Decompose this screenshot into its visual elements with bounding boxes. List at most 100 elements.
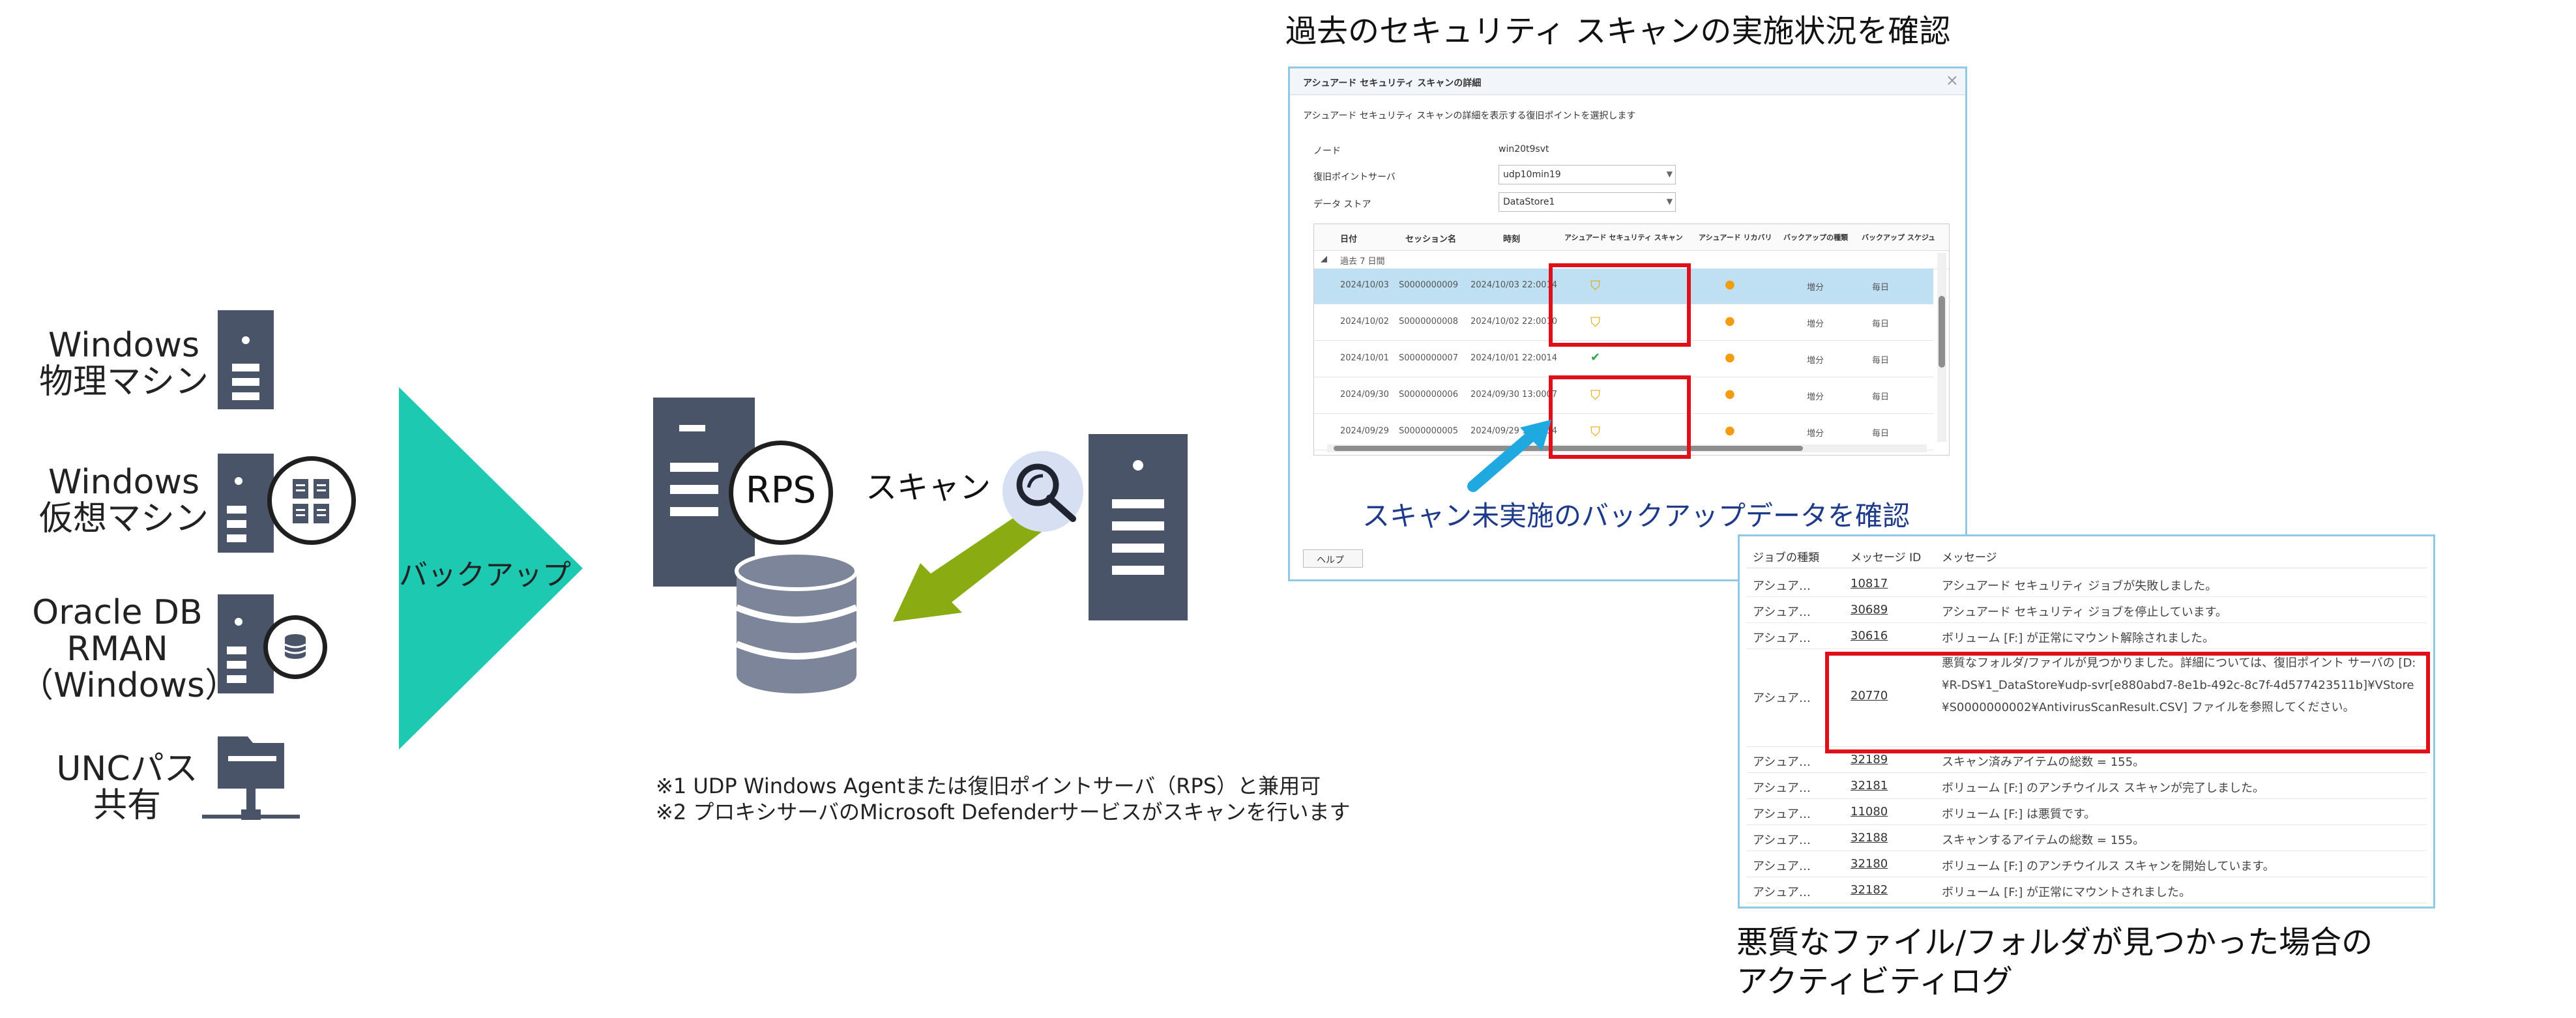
highlight-unscanned-2 (1549, 375, 1691, 459)
group-label: 過去 7 日間 (1340, 257, 1385, 267)
col-recovery[interactable]: アシュアード リカバリ (1699, 233, 1772, 242)
help-button[interactable]: ヘルプ (1303, 549, 1363, 568)
vertical-scrollbar[interactable] (1937, 253, 1946, 442)
log-row[interactable]: アシュア… 32180 ボリューム [F:] のアンチウイルス スキャンを開始し… (1746, 851, 2427, 877)
datastore-select[interactable]: DataStore1 ▼ (1499, 192, 1676, 212)
highlight-malicious-entry (1825, 652, 2430, 753)
row-type: 増分 (1807, 429, 1824, 439)
log-id-link[interactable]: 32181 (1851, 779, 1888, 793)
log-id-link[interactable]: 30616 (1851, 629, 1888, 643)
row-time: 2024/09/30 13:0007 (1471, 390, 1558, 400)
log-row[interactable]: アシュア… 20770 悪質なフォルダ/ファイルが見つかりました。詳細については… (1746, 648, 2427, 747)
shield-warning-icon: ⛉ (1590, 424, 1600, 439)
row-type: 増分 (1807, 392, 1824, 402)
rps-select[interactable]: udp10min19 ▼ (1499, 165, 1676, 184)
row-session: S0000000005 (1399, 426, 1458, 436)
source-windows-physical-label: Windows 物理マシン (38, 326, 209, 401)
table-row[interactable]: 2024/10/02 S0000000008 2024/10/02 22:001… (1314, 305, 1933, 341)
scroll-thumb[interactable] (1939, 296, 1945, 368)
folder-share-icon (202, 736, 300, 820)
row-time: 2024/10/02 22:0010 (1471, 317, 1558, 327)
activity-log-panel: ジョブの種類 メッセージ ID メッセージ アシュア… 10817 アシュアード… (1738, 534, 2435, 909)
window-titlebar: アシュアード セキュリティ スキャンの詳細 × (1290, 68, 1965, 95)
row-date: 2024/10/02 (1340, 317, 1389, 327)
window-title: アシュアード セキュリティ スキャンの詳細 (1303, 78, 1482, 89)
scan-arrow (893, 495, 1065, 622)
rps-badge (729, 441, 833, 545)
col-schedule[interactable]: バックアップ スケジュ (1862, 233, 1936, 242)
row-time: 2024/10/03 22:0014 (1471, 280, 1558, 290)
log-id-link[interactable]: 11080 (1851, 805, 1888, 819)
log-id-link[interactable]: 30689 (1851, 603, 1888, 617)
log-row[interactable]: アシュア… 32188 スキャンするアイテムの総数 = 155。 (1746, 824, 2427, 851)
col-scan[interactable]: アシュアード セキュリティ スキャン (1564, 233, 1683, 242)
callout-arrow (1467, 420, 1551, 492)
highlight-unscanned-1 (1549, 263, 1691, 347)
scan-label: スキャン (866, 469, 991, 506)
server-icon (218, 310, 274, 409)
row-session: S0000000008 (1399, 317, 1458, 327)
chevron-down-icon: ▼ (1666, 197, 1673, 206)
row-schedule: 毎日 (1872, 429, 1890, 439)
row-schedule: 毎日 (1872, 392, 1890, 402)
log-id-link[interactable]: 10817 (1851, 577, 1888, 590)
table-row[interactable]: 2024/09/30 S0000000006 2024/09/30 13:000… (1314, 378, 1933, 414)
log-row[interactable]: アシュア… 32189 スキャン済みアイテムの総数 = 155。 (1746, 746, 2427, 773)
chevron-down-icon: ▼ (1666, 169, 1673, 179)
col-date[interactable]: 日付 (1340, 235, 1358, 244)
log-id-link[interactable]: 32189 (1851, 753, 1888, 766)
log-message: 悪質なフォルダ/ファイルが見つかりました。詳細については、復旧ポイント サーバの… (1942, 656, 2416, 714)
log-row[interactable]: アシュア… 32181 ボリューム [F:] のアンチウイルス スキャンが完了し… (1746, 772, 2427, 799)
log-message: ボリューム [F:] が正常にマウントされました。 (1942, 886, 2191, 899)
activity-log-caption: 悪質なファイル/フォルダが見つかった場合の アクティビティログ (1736, 924, 2373, 1000)
col-session[interactable]: セッション名 (1405, 235, 1457, 244)
log-id-link[interactable]: 32182 (1851, 883, 1888, 897)
vm-icon (267, 456, 356, 545)
log-id-link[interactable]: 32180 (1851, 857, 1888, 871)
log-row[interactable]: アシュア… 30616 ボリューム [F:] が正常にマウント解除されました。 (1746, 622, 2427, 649)
col-type[interactable]: バックアップの種類 (1783, 233, 1848, 242)
note-1: ※1 UDP Windows Agentまたは復旧ポイントサーバ（RPS）と兼用… (656, 774, 1321, 798)
warning-icon: ● (1725, 278, 1735, 291)
window-instruction: アシュアード セキュリティ スキャンの詳細を表示する復旧ポイントを選択します (1303, 111, 1636, 121)
source-oracle-label: Oracle DB RMAN （Windows） (20, 593, 239, 705)
shield-warning-icon: ⛉ (1590, 278, 1600, 293)
note-2: ※2 プロキシサーバのMicrosoft Defenderサービスがスキャンを行… (656, 800, 1351, 824)
log-id-link[interactable]: 32188 (1851, 831, 1888, 845)
horizontal-scrollbar[interactable] (1327, 444, 1927, 452)
log-row[interactable]: アシュア… 10817 アシュアード セキュリティ ジョブが失敗しました。 (1746, 570, 2427, 597)
warning-icon: ● (1725, 314, 1735, 328)
shield-warning-icon: ⛉ (1590, 387, 1600, 403)
warning-icon: ● (1725, 424, 1735, 437)
warning-icon: ● (1725, 351, 1735, 364)
log-type: アシュア… (1753, 860, 1811, 873)
server-icon (218, 454, 274, 553)
table-row[interactable]: 2024/10/01 S0000000007 2024/10/01 22:001… (1314, 342, 1933, 377)
log-col-id[interactable]: メッセージ ID (1851, 551, 1922, 564)
row-session: S0000000009 (1399, 280, 1458, 290)
scroll-thumb[interactable] (1334, 446, 1803, 451)
row-schedule: 毎日 (1872, 356, 1890, 366)
scan-history-heading: 過去のセキュリティ スキャンの実施状況を確認 (1285, 13, 1951, 50)
table-row[interactable]: 2024/10/03 S0000000009 2024/10/03 22:001… (1314, 269, 1933, 304)
log-type: アシュア… (1753, 781, 1811, 795)
log-type: アシュア… (1753, 579, 1811, 593)
callout-text: スキャン未実施のバックアップデータを確認 (1362, 494, 1910, 534)
log-col-msg[interactable]: メッセージ (1942, 551, 1997, 564)
log-id-link[interactable]: 20770 (1851, 689, 1888, 703)
log-col-type[interactable]: ジョブの種類 (1753, 551, 1819, 564)
source-unc-label: UNCパス 共有 (56, 749, 198, 825)
log-type: アシュア… (1753, 755, 1811, 769)
close-icon[interactable]: × (1945, 71, 1959, 89)
log-row[interactable]: アシュア… 32182 ボリューム [F:] が正常にマウントされました。 (1746, 877, 2427, 903)
log-row[interactable]: アシュア… 30689 アシュアード セキュリティ ジョブを停止しています。 (1746, 596, 2427, 623)
field-label-rps: 復旧ポイントサーバ (1313, 172, 1396, 182)
check-icon: ✔ (1590, 351, 1601, 364)
warning-icon: ● (1725, 387, 1735, 401)
log-message: アシュアード セキュリティ ジョブを停止しています。 (1942, 605, 2227, 619)
log-header: ジョブの種類 メッセージ ID メッセージ (1746, 542, 2427, 568)
col-time[interactable]: 時刻 (1503, 235, 1521, 244)
rps-label: RPS (745, 469, 817, 512)
log-message: ボリューム [F:] のアンチウイルス スキャンを開始しています。 (1942, 860, 2275, 873)
log-row[interactable]: アシュア… 11080 ボリューム [F:] は悪質です。 (1746, 798, 2427, 825)
